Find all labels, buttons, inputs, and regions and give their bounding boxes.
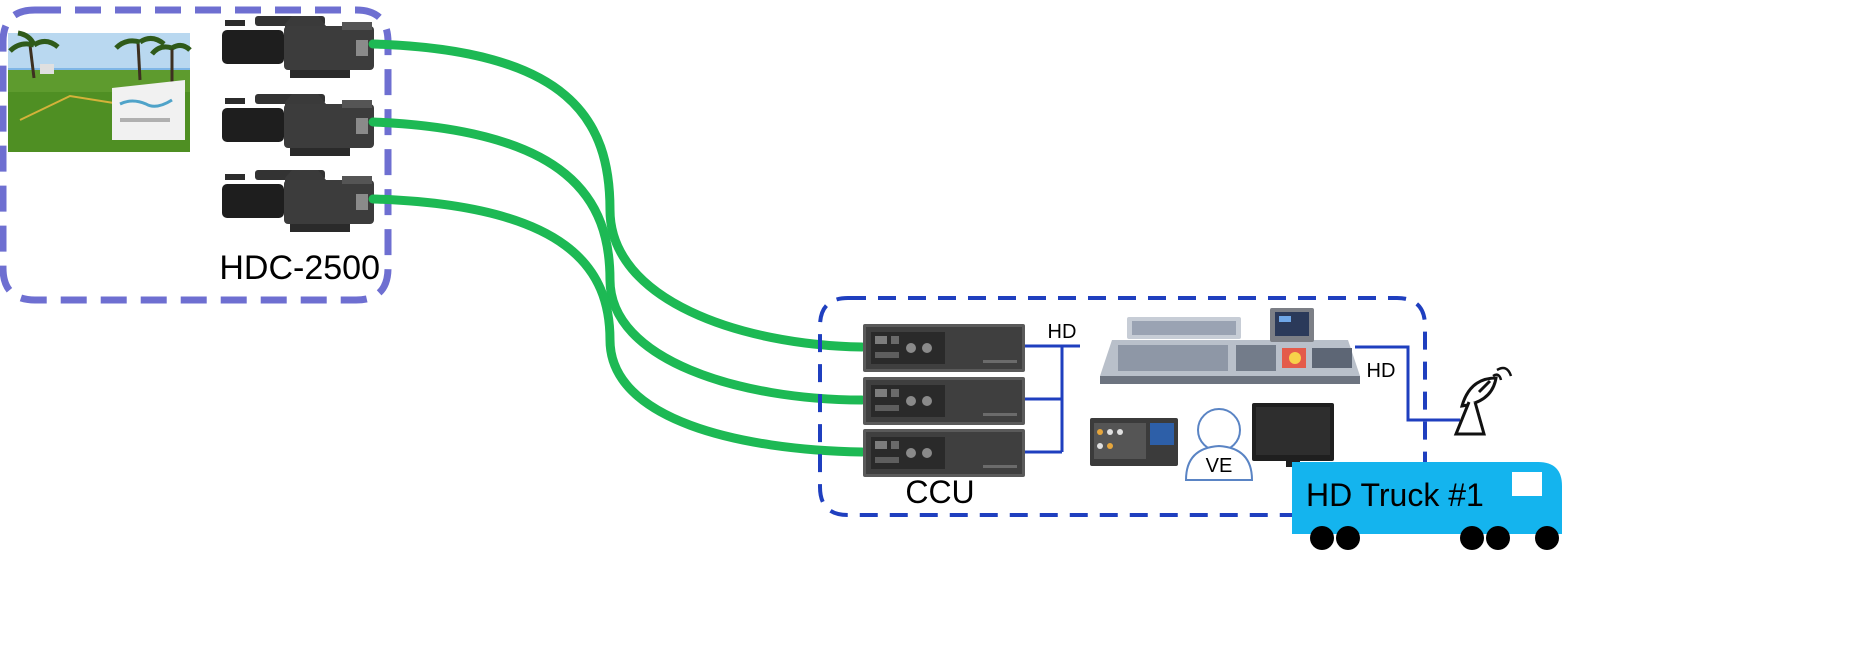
person-icon xyxy=(1184,408,1254,481)
ccu-unit-icon xyxy=(863,377,1025,425)
fiber-cable xyxy=(368,194,867,457)
ccu-unit-icon xyxy=(863,429,1025,477)
ccu-group-box xyxy=(818,296,1427,517)
router-panel-icon xyxy=(1090,418,1178,466)
broadcast-camera-icon xyxy=(222,170,374,232)
broadcast-camera-icon xyxy=(222,16,374,78)
fiber-cables xyxy=(368,39,867,457)
fiber-cable xyxy=(368,39,867,352)
satellite-dish-icon xyxy=(1453,366,1513,436)
monitor-icon xyxy=(1252,403,1334,467)
ccu-group-label: CCU xyxy=(905,474,974,510)
camera-group-box xyxy=(0,6,392,304)
venue-photo xyxy=(8,30,192,152)
ccu-unit-icon xyxy=(863,324,1025,372)
truck-out-label: HD xyxy=(1367,360,1396,382)
ccu-output-bus xyxy=(1025,344,1080,454)
production-switcher-icon xyxy=(1100,317,1360,384)
truck-uplink-line xyxy=(1355,345,1460,422)
camera-group-label: HDC-2500 xyxy=(219,249,380,287)
ccu-out-label: HD xyxy=(1048,321,1077,343)
truck-icon xyxy=(1292,462,1562,550)
operator-label: VE xyxy=(1206,455,1233,477)
touch-panel-icon xyxy=(1270,308,1314,342)
fiber-cable xyxy=(368,117,867,405)
truck-label: HD Truck #1 xyxy=(1306,477,1484,513)
broadcast-camera-icon xyxy=(222,94,374,156)
